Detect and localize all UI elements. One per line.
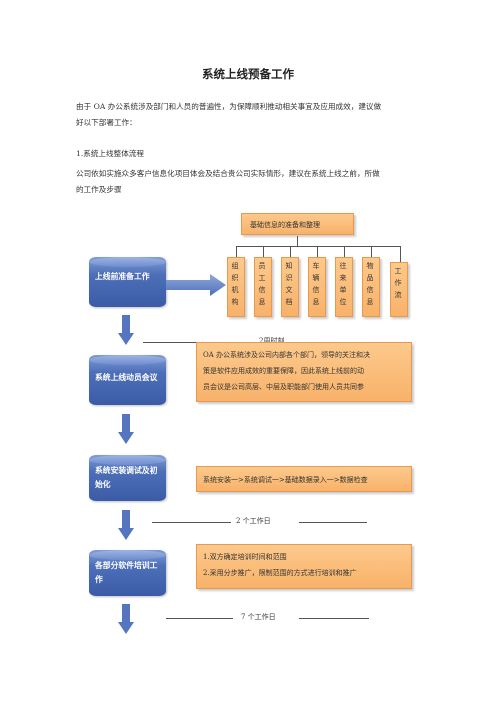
intro-line-1: 由于 OA 办公系统涉及部门和人员的普遍性，为保障顺利推动相关事宜及应用成效，建… bbox=[76, 102, 382, 111]
connector-drop-6 bbox=[371, 246, 372, 257]
kickoff-line-2: 策是软件应用成效的重要保障，因此系统上线前的动 bbox=[203, 367, 364, 375]
duration-line-right-2 bbox=[299, 522, 367, 523]
kickoff-line-1: OA 办公系统涉及公司内部各个部门，领导的关注和决 bbox=[203, 351, 371, 359]
stage-pre-launch-label: 上线前准备工作 bbox=[95, 272, 150, 281]
intro-paragraph: 由于 OA 办公系统涉及部门和人员的普遍性，为保障顺利推动相关事宜及应用成效，建… bbox=[76, 99, 428, 130]
stage-pre-launch: 上线前准备工作 bbox=[89, 257, 166, 307]
training-line-2: 2.采用分步推广，限制范围的方式进行培训和推广 bbox=[203, 569, 357, 577]
down-arrow-icon bbox=[118, 315, 134, 345]
body-line-1: 公司依如实施众多客户信息化项目体会及结合贵公司实际情形，建议在系统上线之前，所做 bbox=[76, 169, 380, 178]
connector-drop-2 bbox=[263, 246, 264, 257]
down-arrow-icon bbox=[118, 414, 134, 444]
kickoff-line-3: 员会议是公司高层、中层及职能部门使用人员共同参 bbox=[203, 383, 364, 391]
down-arrow-icon bbox=[118, 604, 134, 634]
column-workflow: 工作流程 bbox=[390, 262, 408, 317]
column-staff: 员工信息 bbox=[254, 257, 272, 317]
stage-install-debug: 系统安装调试及初始化 bbox=[89, 455, 166, 501]
connector-drop-1 bbox=[236, 246, 237, 257]
connector-drop-5 bbox=[344, 246, 345, 257]
training-line-1: 1.双方确定培训时间和范围 bbox=[203, 553, 287, 561]
basic-info-box: 基础信息的准备和整理 bbox=[241, 213, 354, 235]
stage-software-training: 各部分软件培训工作 bbox=[89, 550, 166, 596]
section-heading: 1.系统上线整体流程 bbox=[76, 149, 144, 158]
training-description-box: 1.双方确定培训时间和范围 2.采用分步推广，限制范围的方式进行培训和推广 bbox=[196, 544, 412, 589]
connector-drop-4 bbox=[317, 246, 318, 257]
intro-line-2: 好以下部署工作： bbox=[76, 117, 137, 127]
stage-install-label: 系统安装调试及初始化 bbox=[95, 466, 158, 489]
down-arrow-icon bbox=[118, 510, 134, 540]
connector-bar bbox=[236, 246, 401, 247]
stage-training-label: 各部分软件培训工作 bbox=[95, 561, 158, 584]
column-partner: 往来单位 bbox=[335, 257, 353, 317]
duration-label-2: 2 个工作日 bbox=[236, 517, 271, 525]
install-steps-box: 系统安装一>系统调试一>基础数据录入一>数据检查 bbox=[196, 466, 412, 492]
body-line-2: 的工作及步骤 bbox=[76, 184, 122, 194]
stage-kickoff-label: 系统上线动员会议 bbox=[95, 373, 158, 382]
stage-kickoff-meeting: 系统上线动员会议 bbox=[89, 355, 166, 405]
connector-drop-3 bbox=[290, 246, 291, 257]
column-knowledge: 知识文档 bbox=[281, 257, 299, 317]
column-vehicle: 车辆信息 bbox=[308, 257, 326, 317]
duration-line-left-2 bbox=[152, 522, 231, 523]
column-goods: 物品信息 bbox=[362, 257, 380, 317]
right-arrow-icon bbox=[166, 274, 226, 296]
connector-drop-7 bbox=[400, 246, 401, 262]
column-org: 组织机构 bbox=[227, 257, 245, 317]
duration-line-left-3 bbox=[166, 618, 233, 619]
duration-label-3: 7 个工作日 bbox=[241, 613, 276, 621]
connector-stem bbox=[297, 236, 298, 246]
duration-label-1: 2周时刻 bbox=[259, 337, 285, 345]
page-title: 系统上线预备工作 bbox=[202, 67, 294, 81]
duration-line-left-1 bbox=[143, 342, 221, 343]
duration-line-right-3 bbox=[299, 618, 369, 619]
body-paragraph: 公司依如实施众多客户信息化项目体会及结合贵公司实际情形，建议在系统上线之前，所做… bbox=[76, 166, 428, 197]
kickoff-description-box: OA 办公系统涉及公司内部各个部门，领导的关注和决 策是软件应用成效的重要保障，… bbox=[196, 342, 412, 402]
